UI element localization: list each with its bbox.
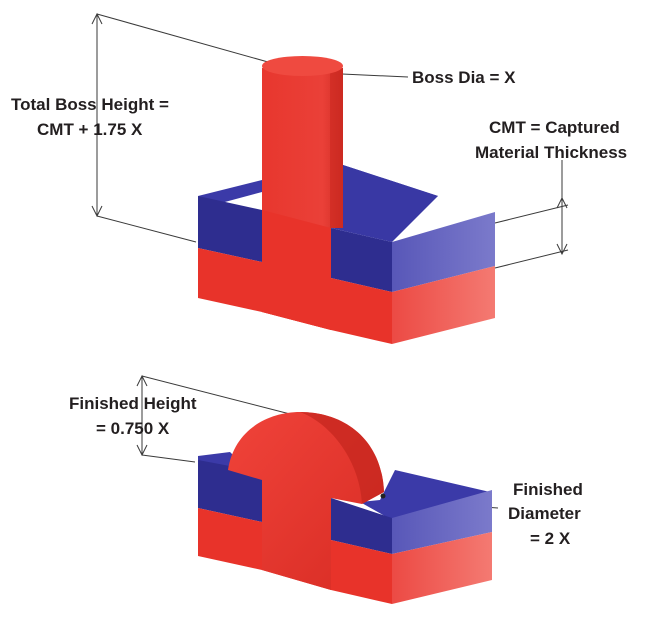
bottom-figure [136, 374, 499, 604]
bottom-captured-material [198, 452, 492, 554]
total-height-dimension [91, 12, 269, 243]
top-figure [91, 12, 569, 344]
total-boss-height-label-line2: CMT + 1.75 X [37, 120, 143, 139]
boss-dia-label: Boss Dia = X [412, 68, 516, 87]
finished-height-dimension [136, 374, 291, 463]
finished-diameter-label-line3: = 2 X [530, 529, 571, 548]
finished-diameter-label-line2: Diameter [508, 504, 581, 523]
top-captured-material [198, 165, 495, 292]
total-boss-height-label-line1: Total Boss Height = [11, 95, 169, 114]
bottom-formed-head [228, 412, 386, 590]
boss-dia-leader [341, 73, 409, 78]
cmt-label-line1: CMT = Captured [489, 118, 620, 137]
cmt-dimension [494, 160, 569, 269]
cmt-label-line2: Material Thickness [475, 143, 627, 162]
finished-height-label-line1: Finished Height [69, 394, 197, 413]
top-boss-shaft [262, 56, 343, 330]
top-base-layer [198, 248, 495, 344]
finished-diameter-label-line1: Finished [513, 480, 583, 499]
finished-height-label-line2: = 0.750 X [96, 419, 170, 438]
